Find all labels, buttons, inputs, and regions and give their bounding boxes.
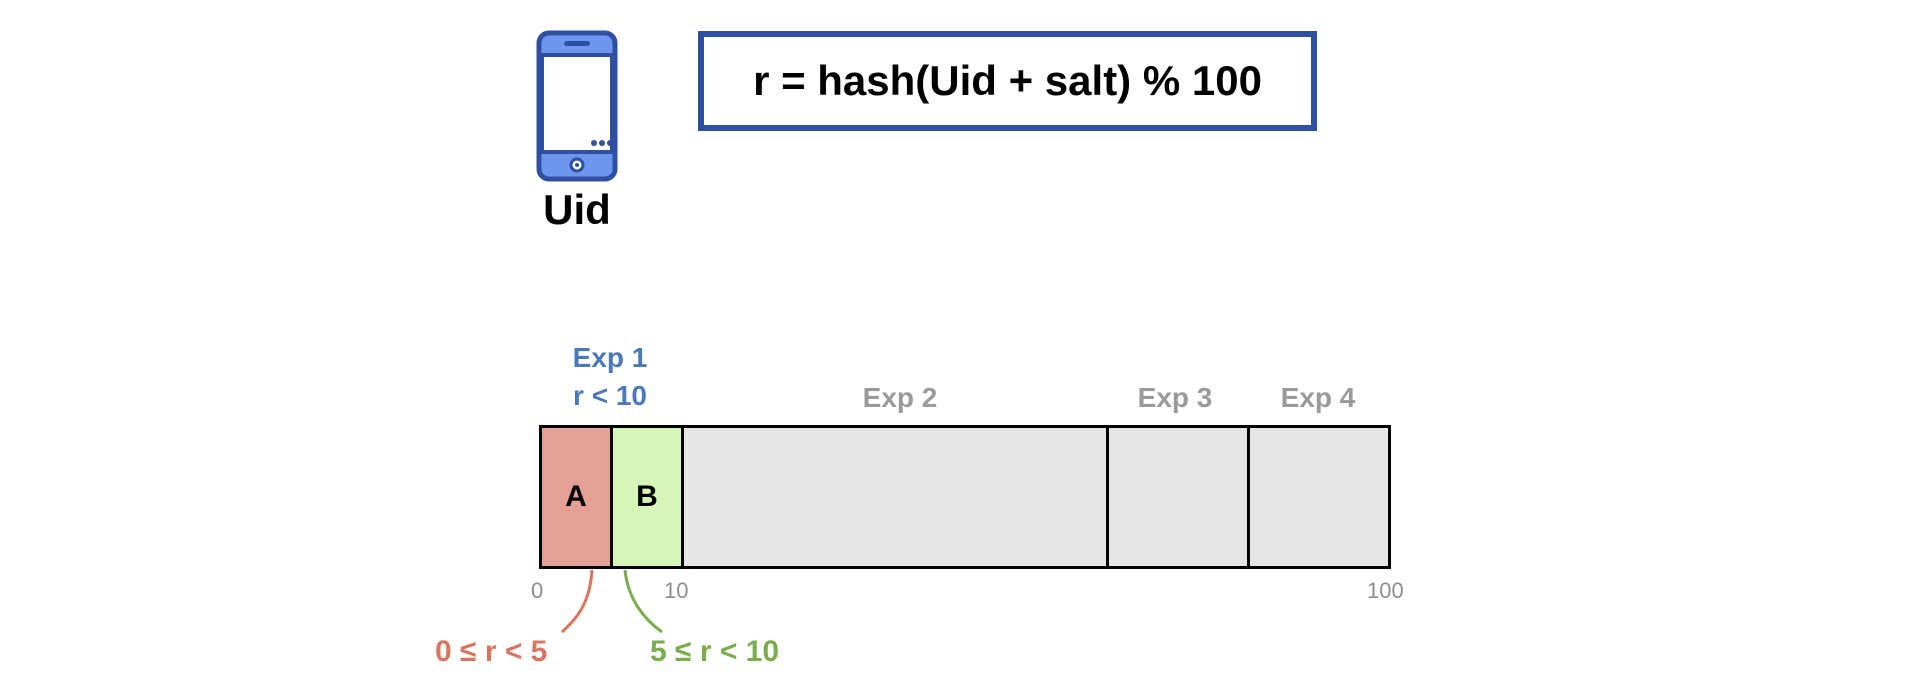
tick-label-0: 0 [531,578,544,603]
tick-label-10: 10 [664,578,689,603]
exp1-name: Exp 1 [572,342,648,373]
segment-exp2 [681,425,1109,569]
exp3-label: Exp 3 [1137,382,1213,413]
exp1-condition: r < 10 [573,380,647,411]
segment-exp4 [1247,425,1391,569]
exp2-label: Exp 2 [862,382,938,413]
hash-formula-box: r = hash(Uid + salt) % 100 [698,31,1317,131]
hash-formula: r = hash(Uid + salt) % 100 [753,57,1262,104]
tick-label-100: 100 [1367,578,1404,603]
segment-b: B [610,425,684,569]
exp4-label: Exp 4 [1280,382,1356,413]
range-b-pointer [623,569,663,634]
segment-a-label: A [565,480,587,513]
segment-b-label: B [636,480,658,513]
segment-a: A [539,425,613,569]
exp1-label: Exp 1 r < 10 [540,342,680,412]
range-b-label: 5 ≤ r < 10 [650,635,780,668]
uid-label: Uid [543,186,611,233]
segment-exp3 [1106,425,1250,569]
smartphone-icon [536,30,618,182]
range-a-pointer [560,569,594,634]
range-a-label: 0 ≤ r < 5 [435,635,548,668]
